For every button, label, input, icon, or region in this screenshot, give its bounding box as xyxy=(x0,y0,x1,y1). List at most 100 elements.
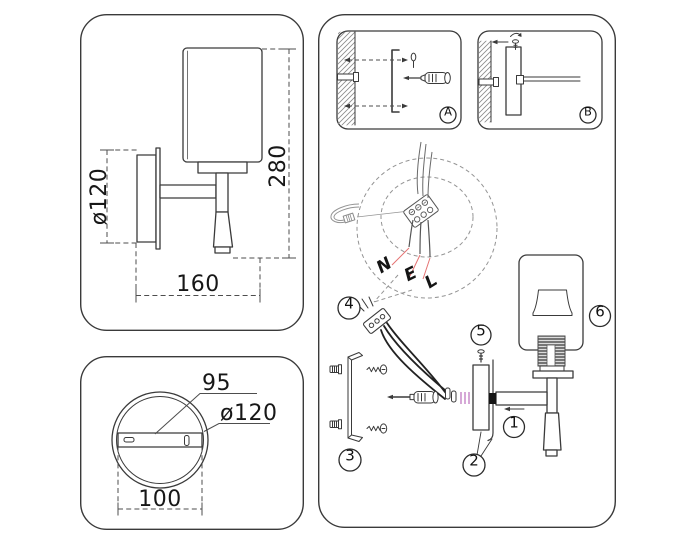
stem xyxy=(215,172,229,213)
dim-ticks xyxy=(100,149,114,244)
label-diameter-120: ø120 xyxy=(203,401,277,432)
step-b-border xyxy=(477,30,603,130)
callout-5-label: 5 xyxy=(476,322,486,340)
slide-left-arrow-icon xyxy=(491,39,509,45)
installation-panel: A B xyxy=(318,14,616,528)
shade-outline xyxy=(182,47,263,163)
step-b-badge xyxy=(579,106,597,124)
insertion-alignment-dashes xyxy=(460,392,470,404)
callout-4-label: 4 xyxy=(344,295,354,313)
rotate-arrow-icon xyxy=(510,32,522,37)
diameter-label: ø120 xyxy=(220,401,277,426)
arrowhead-right-icon xyxy=(402,57,408,63)
diameter-label: ø120 xyxy=(87,168,112,225)
inner-diffuser xyxy=(532,289,573,316)
arm xyxy=(495,391,548,406)
dim-lines xyxy=(117,447,203,512)
connector-with-wires xyxy=(356,296,470,404)
panel-border xyxy=(318,14,616,528)
callout-6: 6 xyxy=(588,303,612,328)
reading-spot-tip xyxy=(214,246,231,254)
wall-anchor-part xyxy=(329,364,342,375)
arm xyxy=(159,184,217,199)
reading-spot-cone xyxy=(212,211,234,248)
reading-spot-tip xyxy=(545,449,558,457)
label-95: 95 xyxy=(154,371,257,435)
alignment-arrows-top xyxy=(344,57,408,63)
arrowhead-left-icon xyxy=(344,103,350,109)
callout-2-leaders xyxy=(476,431,493,457)
mounting-screw-part xyxy=(366,364,388,375)
wire-label-leaders xyxy=(391,247,431,280)
screw-icon xyxy=(512,39,519,50)
side-view-dimension-panel: ø120 280 160 xyxy=(80,14,304,331)
mounting-bracket-bar xyxy=(117,432,203,448)
back-plate xyxy=(472,364,490,431)
canopy-inner-circle xyxy=(116,396,204,484)
screw-icon xyxy=(410,52,417,68)
wall-anchor xyxy=(337,73,356,81)
canopy-back-view xyxy=(111,391,209,489)
bracket-slot-right xyxy=(184,435,190,446)
socket-holder xyxy=(197,161,248,174)
socket-ring xyxy=(539,365,565,372)
balloon-tail xyxy=(373,274,413,303)
leader-line xyxy=(154,393,257,435)
arm-lines xyxy=(520,76,581,82)
bracket-bottom-tab xyxy=(347,434,363,442)
slide-left-arrow-icon xyxy=(504,406,525,412)
leader-line xyxy=(203,423,270,432)
depth-label: 160 xyxy=(176,272,220,297)
arrowhead-right-icon xyxy=(402,103,408,109)
socket-slot xyxy=(546,344,556,367)
callout-4: 4 xyxy=(337,295,361,320)
bracket-slot-left xyxy=(123,437,135,443)
step-a-label: A xyxy=(444,105,452,119)
callout-3-label: 3 xyxy=(345,447,355,465)
stripped-cable-hook xyxy=(330,203,406,224)
wire-ferrule xyxy=(451,390,457,403)
dimension-width-100: 100 xyxy=(117,447,203,516)
mains-wires-top xyxy=(416,141,433,199)
callout-1-label: 1 xyxy=(509,414,519,432)
dim-ticks xyxy=(282,48,296,259)
dimension-height-280: 280 xyxy=(233,48,296,259)
screwdriver-icon xyxy=(387,390,439,404)
callout-6-label: 6 xyxy=(595,303,605,321)
wall-anchor-collar xyxy=(493,77,499,87)
bracket-bar xyxy=(347,356,352,439)
width-label: 100 xyxy=(138,487,182,512)
bracket-label: 95 xyxy=(202,371,231,396)
screwdriver-icon xyxy=(403,72,451,84)
height-label: 280 xyxy=(266,144,291,188)
arm-joint-block xyxy=(489,393,496,404)
wall-anchor xyxy=(478,78,496,86)
arm-joint xyxy=(516,75,524,85)
dimension-diameter-120: ø120 xyxy=(87,149,137,244)
back-plate-assembly xyxy=(472,349,525,442)
shade-flange xyxy=(532,370,574,379)
dim-ticks xyxy=(117,502,203,516)
hook-leader-line xyxy=(356,211,406,218)
balloon-inner-circle xyxy=(380,176,474,258)
alignment-arrows-bottom xyxy=(344,103,408,109)
mounting-screw-part xyxy=(366,423,388,434)
bracket-profile xyxy=(391,49,400,113)
arrowhead-left-icon xyxy=(344,57,350,63)
wall-anchor-collar xyxy=(353,72,359,82)
canopy-outer-circle xyxy=(111,391,209,489)
bracket-edge-line xyxy=(487,359,494,442)
dimension-depth-160: 160 xyxy=(135,243,261,303)
step-a-badge xyxy=(439,106,457,124)
callout-2: 2 xyxy=(462,431,493,477)
lamp-wires-bottom xyxy=(408,219,431,258)
step-b-label: B xyxy=(584,105,592,119)
wall-plate-rim xyxy=(155,147,161,250)
wall-anchor-part xyxy=(329,419,342,430)
reading-spot-cone xyxy=(542,412,562,451)
bracket-top-tab xyxy=(347,352,363,361)
callout-3: 3 xyxy=(338,447,362,472)
top-screw-part xyxy=(477,349,485,363)
wire-ferrule xyxy=(445,387,451,400)
